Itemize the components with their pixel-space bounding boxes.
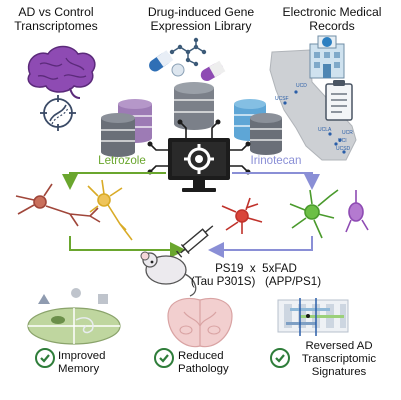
header-expression-library: Drug-induced Gene Expression Library <box>128 5 274 33</box>
microglia-purple <box>345 190 369 233</box>
header-emr-line1: Electronic Medical <box>282 5 382 19</box>
header-library-line2: Expression Library <box>150 18 252 33</box>
map-label-ucla: UCLA <box>318 127 332 133</box>
outcome-signatures-line1: Reversed AD <box>305 340 373 352</box>
header-transcriptomes-line1: AD vs Control <box>18 5 94 19</box>
clipboard-icon <box>325 80 353 121</box>
target-dna-icon <box>40 95 76 131</box>
irinotecan-arrow <box>208 172 320 258</box>
database-icon-gray-right <box>250 113 282 155</box>
header-emr: Electronic Medical Records <box>270 5 394 33</box>
outcome-pathology: Reduced Pathology <box>178 350 244 376</box>
syringe-icon <box>176 225 214 258</box>
header-library-line1: Drug-induced Gene <box>147 5 255 19</box>
mouse-model-line2: (Tau P301S) (APP/PS1) <box>190 274 322 288</box>
outcome-signatures: Reversed AD Transcriptomic Signatures <box>294 340 384 378</box>
hospital-icon <box>309 35 345 79</box>
header-transcriptomes: AD vs Control Transcriptomes <box>4 5 108 33</box>
outcome-memory-line2: Memory <box>58 362 100 375</box>
neuron-brown <box>15 183 101 227</box>
outcome-memory-line1: Improved <box>58 350 106 362</box>
mouse-model-line1: PS19 x 5xFAD <box>215 262 297 275</box>
outcome-signatures-line2: Transcriptomic <box>301 352 377 365</box>
california-map <box>269 49 357 161</box>
outcome-signatures-line3: Signatures <box>311 365 367 378</box>
map-label-ucsf: UCSF <box>275 96 289 102</box>
outcome-pathology-line1: Reduced <box>178 350 224 362</box>
drug-label-letrozole: Letrozole <box>98 154 146 167</box>
neuron-red <box>221 197 263 234</box>
map-label-uci: UCI <box>338 138 347 144</box>
outcome-memory: Improved Memory <box>58 350 118 376</box>
neuron-green <box>289 189 339 239</box>
check-icon <box>154 348 174 368</box>
computer-gear-icon <box>147 119 251 192</box>
mouse-icon <box>140 251 197 297</box>
mouse-model-label: PS19 x 5xFAD (Tau P301S) (APP/PS1) <box>186 262 326 288</box>
neuron-yellow <box>87 179 133 241</box>
outcome-pathology-line2: Pathology <box>178 362 229 375</box>
map-label-ucr: UCR <box>342 130 353 136</box>
check-icon <box>270 348 290 368</box>
map-label-ucd: UCD <box>296 83 307 89</box>
pills-molecules-icon <box>149 37 226 81</box>
header-transcriptomes-line2: Transcriptomes <box>14 18 98 33</box>
check-icon <box>35 348 55 368</box>
brain-icon <box>27 45 96 99</box>
signature-panel-icon <box>277 298 349 336</box>
database-icon-gray-left <box>101 113 135 157</box>
header-emr-line2: Records <box>309 18 355 33</box>
map-label-ucsd: UCSD <box>336 146 351 152</box>
letrozole-arrow <box>62 172 186 258</box>
water-maze-icon <box>27 288 121 345</box>
drug-label-irinotecan: Irinotecan <box>250 154 302 167</box>
brain-slice-icon <box>167 297 233 348</box>
